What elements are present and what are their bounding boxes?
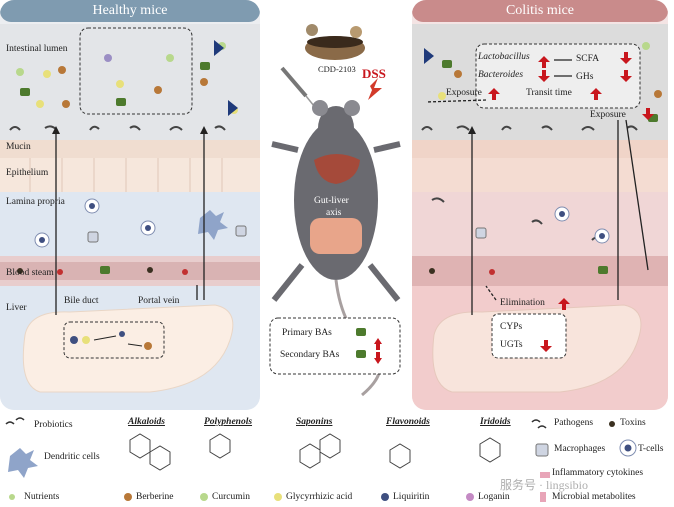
watermark: 服务号 · lingsibio xyxy=(500,478,589,492)
mucin-label: Mucin xyxy=(6,142,31,152)
legend-polyphenols: Polyphenols xyxy=(204,417,253,427)
blood-label: Blood steam xyxy=(6,268,54,278)
legend-macrophages: Macrophages xyxy=(554,444,606,454)
cyps-label: CYPs xyxy=(500,322,523,332)
ghs-label: GHs xyxy=(576,72,594,82)
legend-loganin: Loganin xyxy=(478,492,510,502)
legend-dendritic: Dendritic cells xyxy=(44,452,100,462)
legend-flavonoids: Flavonoids xyxy=(386,417,430,427)
elimination-label: Elimination xyxy=(500,298,545,308)
ugts-label: UGTs xyxy=(500,340,523,350)
legend-inflammatory: Inflammatory cytokines xyxy=(552,468,644,478)
healthy-panel: Healthy mice xyxy=(0,0,260,410)
legend-probiotics: Probiotics xyxy=(34,420,73,430)
liver-label: Liver xyxy=(6,303,27,313)
colitis-title: Colitis mice xyxy=(412,0,668,22)
colitis-panel: Colitis mice xyxy=(412,0,668,410)
epithelium-label: Epithelium xyxy=(6,168,49,178)
portal-vein-label: Portal vein xyxy=(138,296,180,306)
healthy-illustration xyxy=(0,24,260,410)
exposure2-label: Exposure xyxy=(590,110,626,120)
legend-nutrients: Nutrients xyxy=(24,492,60,502)
herb-label: CDD-2103 xyxy=(318,64,356,74)
dss-label: DSS xyxy=(362,66,386,81)
legend-berberine: Berberine xyxy=(136,492,174,502)
legend-liquiritin: Liquiritin xyxy=(393,492,430,502)
secondary-bas-label: Secondary BAs xyxy=(280,350,340,360)
bile-duct-label: Bile duct xyxy=(64,296,99,306)
colitis-illustration xyxy=(412,24,668,410)
legend-alkaloids: Alkaloids xyxy=(128,417,165,427)
exposure-label: Exposure xyxy=(446,88,482,98)
lumen-label: Intestinal lumen xyxy=(6,44,68,54)
lactobacillus-label: Lactobacillus xyxy=(478,52,530,62)
lamina-label: Lamina propria xyxy=(6,197,65,207)
legend-curcumin: Curcumin xyxy=(212,492,250,502)
healthy-title: Healthy mice xyxy=(0,0,260,22)
legend-toxins: Toxins xyxy=(620,418,646,428)
legend-pathogens: Pathogens xyxy=(554,418,594,428)
legend-microbial: Microbial metabolites xyxy=(552,492,636,502)
legend-iridoids: Iridoids xyxy=(480,417,511,427)
legend-saponins: Saponins xyxy=(296,417,333,427)
bacteroides-label: Bacteroides xyxy=(478,70,524,80)
axis-label-2: axis xyxy=(326,208,342,218)
axis-label-1: Gut-liver xyxy=(314,196,349,206)
transit-label: Transit time xyxy=(526,88,572,98)
legend-tcells: T-cells xyxy=(638,444,664,454)
center-illustration xyxy=(269,24,401,397)
primary-bas-label: Primary BAs xyxy=(282,328,332,338)
scfa-label: SCFA xyxy=(576,54,600,64)
legend-glycyrrhizic: Glycyrrhizic acid xyxy=(286,492,353,502)
legend-icons xyxy=(5,417,637,502)
